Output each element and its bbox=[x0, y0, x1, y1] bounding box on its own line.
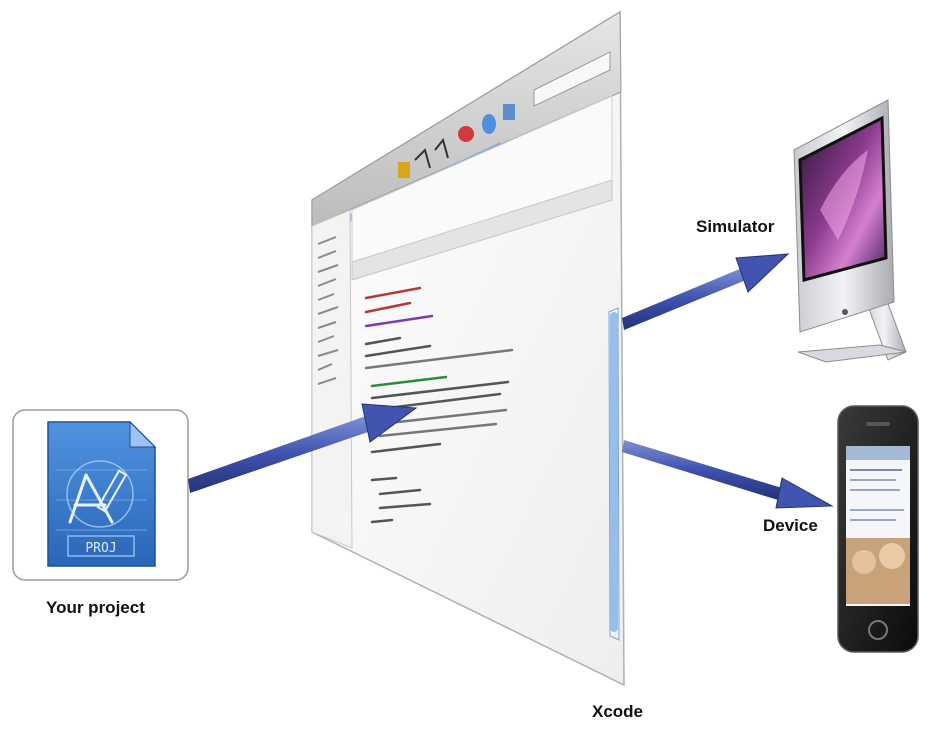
proj-text: PROJ bbox=[85, 541, 116, 556]
toolbar-tool-icon bbox=[503, 104, 515, 120]
xcode-window bbox=[311, 10, 625, 687]
iphone-device-icon bbox=[837, 405, 919, 653]
arrow-xcode-to-device bbox=[622, 440, 834, 509]
arrow-project-to-xcode bbox=[188, 403, 418, 493]
search-field bbox=[533, 51, 611, 107]
arrow-xcode-to-simulator bbox=[622, 253, 790, 330]
device-label: Device bbox=[763, 516, 818, 535]
code-editor-lines bbox=[364, 286, 514, 524]
imac-computer-icon bbox=[793, 99, 907, 363]
xcode-toolbar bbox=[311, 11, 622, 227]
toolbar-run-icon bbox=[414, 148, 431, 169]
xcode-label: Xcode bbox=[592, 702, 644, 721]
simulator-label: Simulator bbox=[696, 217, 775, 236]
sidebar-rows bbox=[317, 236, 339, 385]
xcode-project-file-icon: PROJ bbox=[47, 420, 157, 567]
toolbar-info-icon bbox=[482, 114, 496, 134]
your-project-label: Your project bbox=[46, 598, 145, 617]
project-card: PROJ bbox=[12, 409, 189, 581]
toolbar-build-icon bbox=[458, 126, 474, 142]
